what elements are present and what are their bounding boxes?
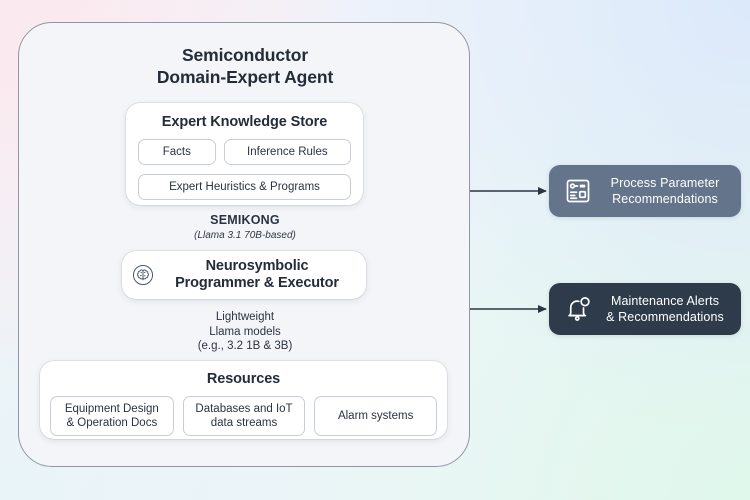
knowledge-store-row-1: Facts Inference Rules xyxy=(126,139,363,165)
bell-alert-icon xyxy=(563,294,593,324)
resource-equipment-line1: Equipment Design xyxy=(64,403,159,415)
resource-alarm-line1: Alarm systems xyxy=(337,410,414,422)
lightweight-line2: Llama models xyxy=(209,325,281,338)
agent-title-line2: Domain-Expert Agent xyxy=(156,67,334,87)
knowledge-store-title: Expert Knowledge Store xyxy=(161,114,328,130)
neurosymbolic-line2: Programmer & Executor xyxy=(175,275,339,291)
output-maintenance-alerts-recommendations[interactable]: Maintenance Alerts & Recommendations xyxy=(549,283,741,335)
neurosymbolic-executor-card: Neurosymbolic Programmer & Executor xyxy=(122,251,366,299)
resource-databases-line1: Databases and IoT xyxy=(195,403,293,415)
knowledge-store-row-2: Expert Heuristics & Programs xyxy=(126,174,363,200)
resource-item-alarm-systems[interactable]: Alarm systems xyxy=(314,396,437,436)
output-process-label: Process Parameter Recommendations xyxy=(593,175,741,207)
output-maintenance-line2: & Recommendations xyxy=(606,310,724,324)
resource-item-databases-iot[interactable]: Databases and IoT data streams xyxy=(182,396,306,436)
lightweight-line1: Lightweight xyxy=(215,311,275,323)
agent-title-line1: Semiconductor xyxy=(181,45,309,65)
output-maintenance-label: Maintenance Alerts & Recommendations xyxy=(593,293,741,325)
lightweight-line3: (e.g., 3.2 1B & 3B) xyxy=(197,340,293,352)
agent-title: Semiconductor Domain-Expert Agent xyxy=(19,44,471,88)
dashboard-document-icon xyxy=(563,176,593,206)
knowledge-item-facts[interactable]: Facts xyxy=(138,139,216,165)
output-process-parameter-recommendations[interactable]: Process Parameter Recommendations xyxy=(549,165,741,217)
resource-item-equipment-docs[interactable]: Equipment Design & Operation Docs xyxy=(50,396,174,436)
output-process-line1: Process Parameter xyxy=(610,176,720,190)
lightweight-llama-label: Lightweight Llama models (e.g., 3.2 1B &… xyxy=(178,310,312,354)
resources-card: Resources Equipment Design & Operation D… xyxy=(40,361,447,439)
knowledge-item-inference-rules[interactable]: Inference Rules xyxy=(223,139,351,165)
resource-equipment-line2: & Operation Docs xyxy=(66,417,158,429)
resources-title: Resources xyxy=(206,371,281,387)
knowledge-item-expert-heuristics[interactable]: Expert Heuristics & Programs xyxy=(138,174,351,200)
neurosymbolic-label: Neurosymbolic Programmer & Executor xyxy=(154,258,366,292)
expert-knowledge-store-card: Expert Knowledge Store Facts Inference R… xyxy=(126,103,363,205)
semikong-sublabel: (Llama 3.1 70B-based) xyxy=(194,230,296,241)
resources-row: Equipment Design & Operation Docs Databa… xyxy=(40,396,447,436)
output-maintenance-line1: Maintenance Alerts xyxy=(610,294,720,308)
brain-icon xyxy=(132,264,154,286)
semikong-label: SEMIKONG xyxy=(210,213,280,227)
resource-databases-line2: data streams xyxy=(210,417,278,429)
output-process-line2: Recommendations xyxy=(612,192,718,206)
neurosymbolic-line1: Neurosymbolic xyxy=(205,258,309,274)
